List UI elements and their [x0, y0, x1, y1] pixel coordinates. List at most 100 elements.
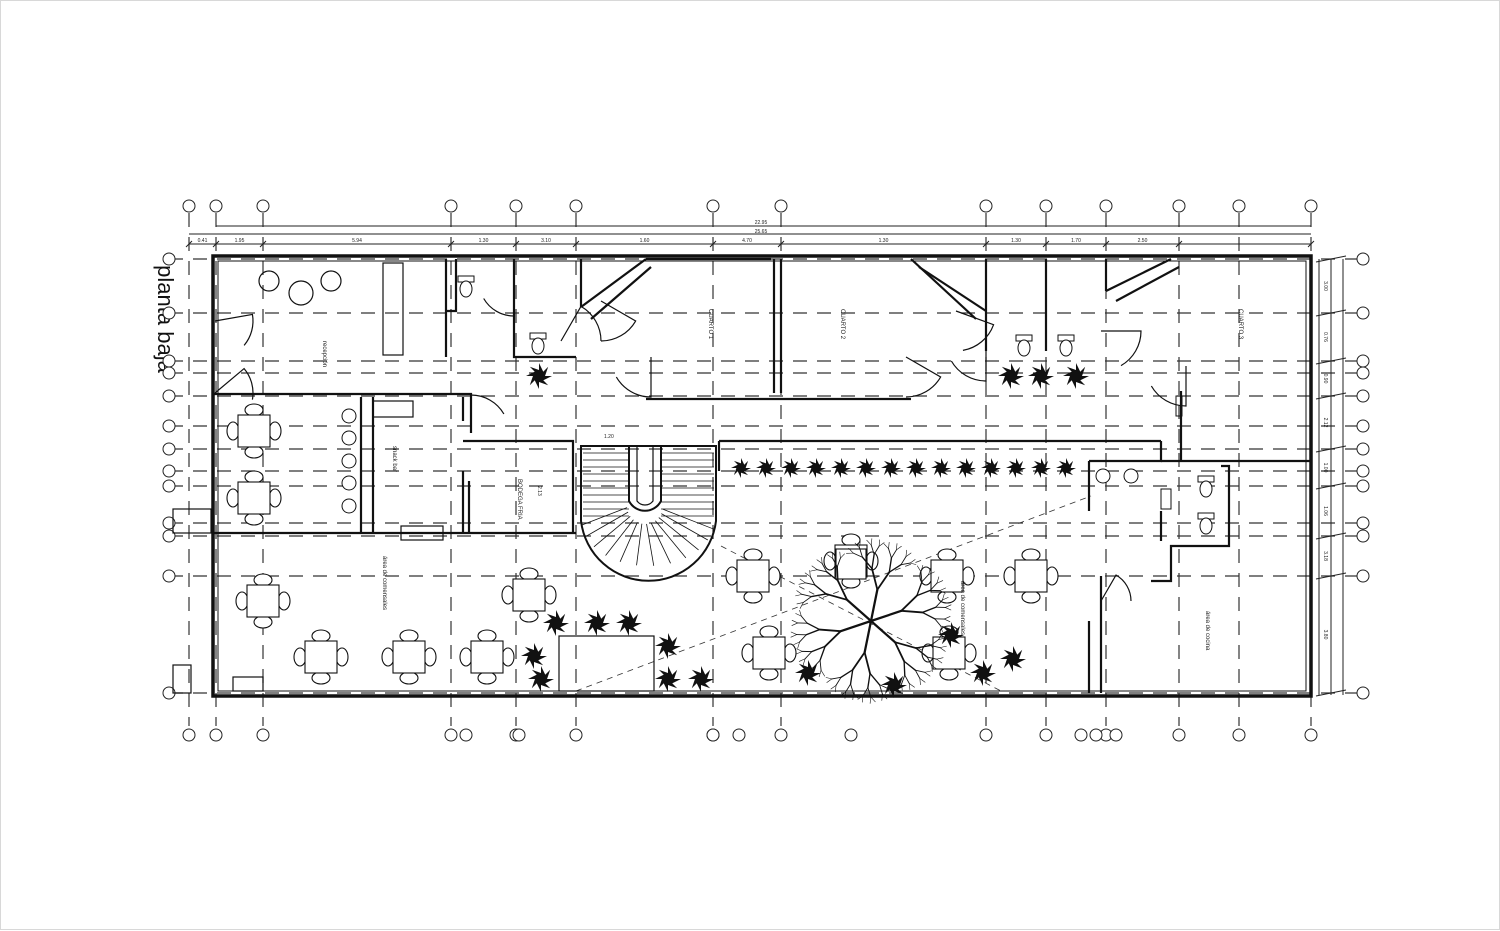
tree-branch	[904, 661, 915, 670]
table-top	[737, 560, 769, 592]
tree-branch	[901, 563, 910, 565]
plant	[584, 610, 610, 636]
axis-bubble-top	[1040, 200, 1052, 212]
tree-branch	[905, 675, 910, 683]
bar-stool	[342, 499, 356, 513]
axis-bubble-bottom	[1305, 729, 1317, 741]
axis-bubble-left	[163, 355, 175, 367]
tree-branch	[870, 673, 880, 684]
dining-table	[742, 626, 796, 680]
tree-branch	[925, 672, 930, 676]
axis-bubble-bottom	[733, 729, 745, 741]
bar-stool	[342, 454, 356, 468]
tree-branch	[825, 631, 841, 646]
tree-branch	[851, 684, 854, 693]
dim-top-label: 0.41	[198, 238, 208, 244]
stair-treads	[582, 453, 714, 566]
axis-bubble-right	[1357, 420, 1369, 432]
plant	[526, 363, 552, 389]
axis-bubble-left	[163, 367, 175, 379]
axis-bubble-top	[1173, 200, 1185, 212]
chair	[520, 610, 538, 622]
axis-bubble-bottom	[1090, 729, 1102, 741]
tree-branch	[877, 572, 889, 589]
tree-branch	[945, 605, 951, 608]
tree-branch	[821, 670, 825, 676]
chair	[784, 644, 796, 662]
tree-branch	[889, 549, 892, 558]
dim-right-label: 3.18	[1322, 551, 1328, 561]
tree-branch	[945, 607, 951, 610]
dim-overall-second: 25.65	[755, 229, 768, 235]
tree-branch	[822, 557, 823, 563]
plant	[881, 672, 907, 698]
tree-branch	[870, 697, 871, 703]
tree-branch	[910, 563, 916, 564]
axis-bubble-left	[163, 465, 175, 477]
bar-stool	[342, 409, 356, 423]
stair-tread	[637, 524, 642, 566]
chair	[478, 672, 496, 684]
tree-branch	[874, 546, 879, 554]
chair	[382, 648, 394, 666]
axis-bubble-top	[707, 200, 719, 212]
axis-bubble-bottom	[460, 729, 472, 741]
tree-branch	[817, 560, 822, 564]
plant	[655, 666, 681, 692]
chair	[520, 568, 538, 580]
tree-branch	[906, 550, 907, 556]
bar-stool	[342, 476, 356, 490]
chair	[744, 549, 762, 561]
axis-bubble-top	[980, 200, 992, 212]
sink	[1161, 489, 1171, 509]
axis-bubble-right	[1357, 355, 1369, 367]
table-top	[247, 585, 279, 617]
tree-branch	[944, 619, 950, 622]
tree-branch	[820, 630, 841, 632]
chair	[1022, 591, 1040, 603]
axis-bubble-right	[1357, 687, 1369, 699]
tree-branch	[836, 677, 841, 685]
tree-branch	[796, 594, 802, 595]
tree-branch	[909, 683, 910, 689]
tree-branch	[889, 558, 891, 572]
tree-branch	[872, 569, 877, 590]
dining-table	[227, 404, 281, 458]
axis-bubble-right	[1357, 517, 1369, 529]
stair-tread	[594, 516, 630, 546]
chair	[245, 513, 263, 525]
tree-branch	[812, 566, 817, 570]
tree-branch	[884, 544, 889, 549]
tree-branch	[801, 616, 807, 623]
tree-branch	[803, 597, 811, 603]
axis-bubble-right	[1357, 253, 1369, 265]
axis-bubble-bottom	[980, 729, 992, 741]
dim-top-label: 2.50	[1138, 238, 1148, 244]
plant	[528, 666, 554, 692]
chair	[236, 592, 248, 610]
bar-stools	[342, 409, 356, 513]
tree-branch	[827, 679, 832, 683]
chair	[760, 668, 778, 680]
chair	[502, 648, 514, 666]
plant	[881, 458, 901, 478]
tree-branch	[901, 596, 917, 611]
plant	[970, 660, 996, 686]
dim-top-label: 1.30	[479, 238, 489, 244]
chair	[938, 591, 956, 603]
axis-bubble-top	[210, 200, 222, 212]
axis-bubble-right	[1357, 570, 1369, 582]
plant	[616, 610, 642, 636]
axis-bubble-top	[1100, 200, 1112, 212]
plant	[1028, 363, 1054, 389]
tree-branch	[826, 678, 832, 679]
room-label-cuarto2: CUARTO 2	[839, 309, 845, 340]
chair	[400, 672, 418, 684]
chair	[938, 549, 956, 561]
plant	[998, 363, 1024, 389]
tree-branch	[820, 660, 821, 670]
axis-bubble-right	[1357, 307, 1369, 319]
axis-bubble-top	[570, 200, 582, 212]
